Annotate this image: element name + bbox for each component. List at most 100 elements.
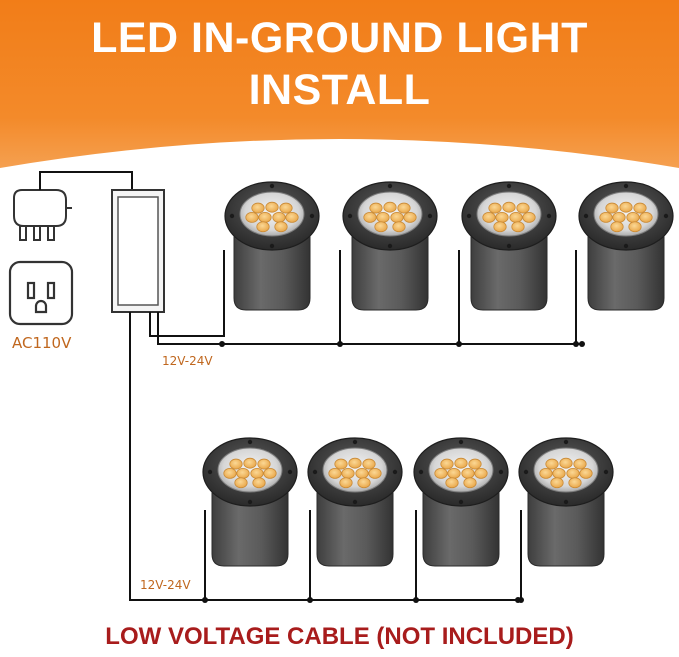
in-ground-light-icon (224, 181, 320, 311)
led-chip (539, 467, 553, 479)
led-chip (440, 458, 454, 470)
led-chip (363, 211, 377, 223)
led-chip (348, 457, 362, 469)
led-chip (236, 467, 250, 479)
led-chip (362, 458, 376, 470)
bus-wire-row-1 (157, 312, 582, 345)
in-ground-light-icon (342, 181, 438, 311)
led-chip (368, 467, 382, 479)
led-chip (509, 211, 523, 223)
led-chip (274, 221, 288, 233)
led-chip (397, 202, 411, 214)
led-chip (251, 202, 265, 214)
in-ground-light-icon (518, 437, 614, 567)
led-chip (339, 477, 353, 489)
led-chip (445, 477, 459, 489)
wire-junction (307, 597, 313, 603)
led-chip (559, 457, 573, 469)
led-chip (279, 202, 293, 214)
page-title-line-1: LED IN-GROUND LIGHT (91, 14, 588, 62)
led-chip (461, 467, 475, 479)
feed-wire-row-1 (149, 250, 225, 337)
led-chip (376, 211, 390, 223)
led-chip (474, 467, 488, 479)
led-chip (383, 201, 397, 213)
lights-group (202, 181, 674, 567)
led-chip (522, 211, 536, 223)
wall-outlet-icon (8, 260, 74, 326)
led-chip (468, 458, 482, 470)
led-chip (250, 467, 264, 479)
led-chip (493, 221, 507, 233)
led-chip (243, 457, 257, 469)
led-chip (579, 467, 593, 479)
led-chip (626, 211, 640, 223)
led-chip (328, 467, 342, 479)
led-chip (463, 477, 477, 489)
wire-junction (515, 597, 521, 603)
page-title-line-2: INSTALL (248, 66, 431, 114)
led-chip (234, 477, 248, 489)
led-chip (355, 467, 369, 479)
led-chip (434, 467, 448, 479)
wire-junction (219, 341, 225, 347)
led-chip (552, 467, 566, 479)
led-chip (482, 211, 496, 223)
input-cord (39, 171, 133, 190)
led-chip (403, 211, 417, 223)
led-chip (610, 221, 624, 233)
led-chip (374, 221, 388, 233)
power-plug-icon (13, 189, 72, 241)
led-chip (495, 211, 509, 223)
led-chip (447, 467, 461, 479)
in-ground-light-icon (202, 437, 298, 567)
led-chip (265, 201, 279, 213)
led-chip (550, 477, 564, 489)
led-chip (454, 457, 468, 469)
input-voltage-label: AC110V (12, 334, 72, 352)
led-chip (357, 477, 371, 489)
led-chip (252, 477, 266, 489)
led-chip (545, 458, 559, 470)
led-chip (516, 202, 530, 214)
in-ground-light-icon (578, 181, 674, 311)
in-ground-light-icon (461, 181, 557, 311)
led-chip (392, 221, 406, 233)
led-chip (619, 201, 633, 213)
led-chip (488, 202, 502, 214)
led-chip (258, 211, 272, 223)
wire-junction (579, 341, 585, 347)
cable-note: LOW VOLTAGE CABLE (NOT INCLUDED) (105, 623, 574, 650)
led-chip (341, 467, 355, 479)
led-chip (573, 458, 587, 470)
led-chip (256, 221, 270, 233)
wire-junction (337, 341, 343, 347)
led-chip (229, 458, 243, 470)
led-chip (633, 202, 647, 214)
led-chip (502, 201, 516, 213)
bus-wire-row-2 (129, 312, 518, 601)
led-chip (263, 467, 277, 479)
wire-junction (413, 597, 419, 603)
led-chip (272, 211, 286, 223)
led-chip (245, 211, 259, 223)
in-ground-light-icon (307, 437, 403, 567)
wire-junction (456, 341, 462, 347)
led-chip (639, 211, 653, 223)
led-chip (511, 221, 525, 233)
header-banner (0, 0, 679, 168)
output-voltage-label-row-1: 12V-24V (162, 354, 213, 368)
led-chip (599, 211, 613, 223)
led-chip (612, 211, 626, 223)
in-ground-light-icon (413, 437, 509, 567)
wiring (129, 250, 585, 603)
led-chip (369, 202, 383, 214)
output-voltage-label-row-2: 12V-24V (140, 578, 191, 592)
wire-junction (202, 597, 208, 603)
wire-junction (573, 341, 579, 347)
led-chip (334, 458, 348, 470)
led-chip (390, 211, 404, 223)
led-chip (568, 477, 582, 489)
led-chip (257, 458, 271, 470)
